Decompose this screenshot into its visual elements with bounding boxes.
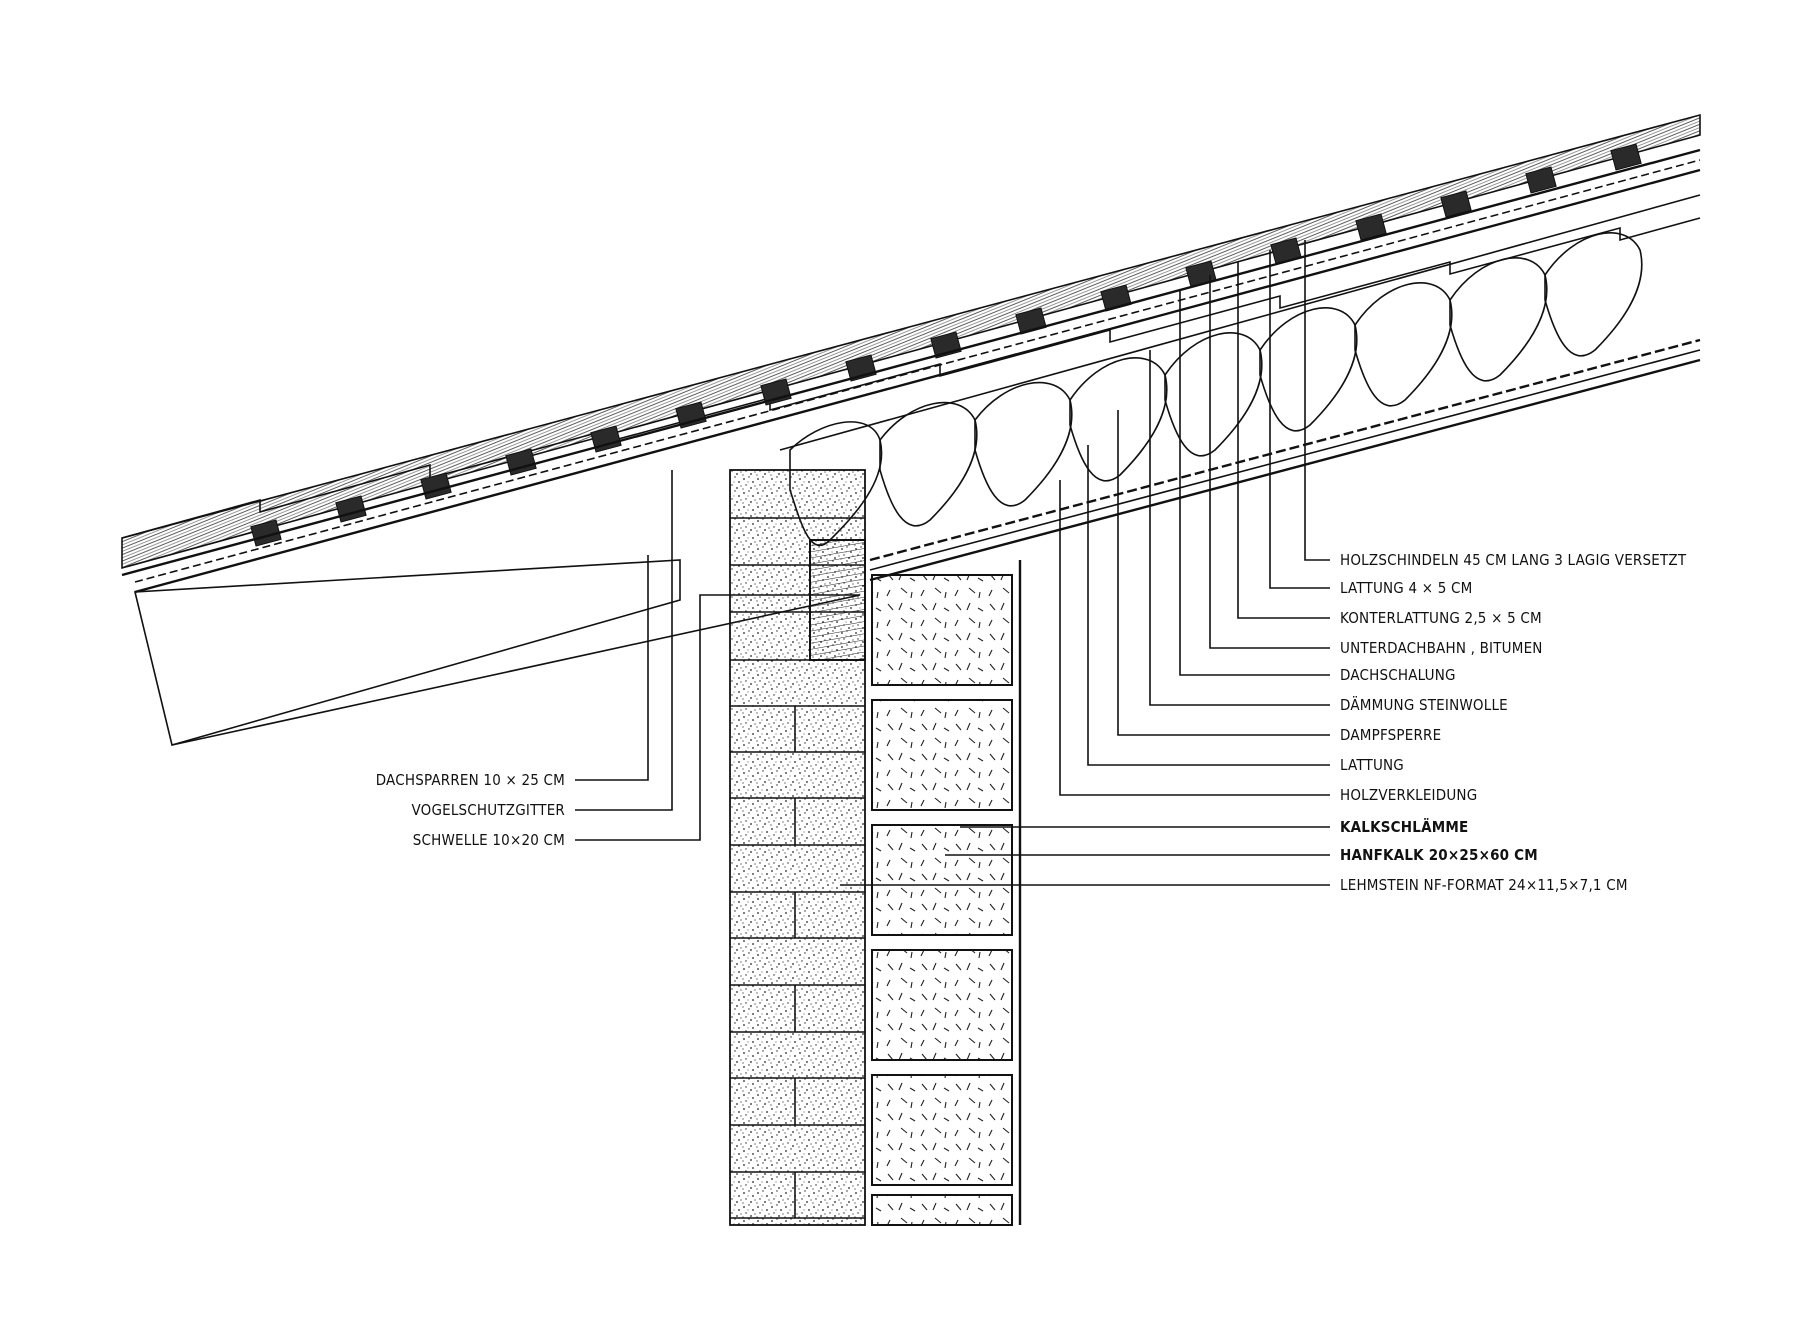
label-dachschalung: DACHSCHALUNG [1340,666,1456,684]
label-lehmstein: LEHMSTEIN NF-FORMAT 24×11,5×7,1 CM [1340,876,1628,894]
label-lattung-unten: LATTUNG [1340,756,1404,774]
sill-beam [809,539,866,661]
label-konterlattung: KONTERLATTUNG 2,5 × 5 CM [1340,609,1542,627]
counter-batten-line [121,148,1701,577]
labels-right: HOLZSCHINDELN 45 CM LANG 3 LAGIG VERSETZ… [1340,551,1687,894]
label-unterdachbahn: UNTERDACHBAHN , BITUMEN [1340,639,1543,657]
insulation-top [779,194,1701,451]
hemp-lime-blocks [871,574,1013,1226]
label-holzverkleidung: HOLZVERKLEIDUNG [1340,786,1477,804]
insulation-loops [789,232,1643,547]
roof-assembly [121,113,1701,746]
label-dachsparren: DACHSPARREN 10 × 25 CM [376,771,565,789]
label-hanfkalk: HANFKALK 20×25×60 CM [1340,846,1538,864]
label-lattung-oben: LATTUNG 4 × 5 CM [1340,579,1472,597]
leader-lines-left [171,470,861,841]
underlayment-line [134,159,1701,583]
labels-left: DACHSPARREN 10 × 25 CM VOGELSCHUTZGITTER… [376,771,565,849]
lower-batten-line [869,349,1701,571]
eave-fascia [133,559,681,746]
label-schwelle: SCHWELLE 10×20 CM [413,831,565,849]
wood-lining [869,358,1701,582]
vapour-barrier [869,338,1701,562]
leader-lines-right [840,240,1330,886]
label-vogelschutzgitter: VOGELSCHUTZGITTER [411,801,565,819]
label-dampfsperre: DAMPFSPERRE [1340,726,1441,744]
label-daemmung: DÄMMUNG STEINWOLLE [1340,695,1508,714]
label-holzschindeln: HOLZSCHINDELN 45 CM LANG 3 LAGIG VERSETZ… [1340,551,1687,569]
label-kalkschlaemme: KALKSCHLÄMME [1340,817,1468,836]
sheathing-line [134,168,1701,594]
shingle-steps [121,217,1701,539]
